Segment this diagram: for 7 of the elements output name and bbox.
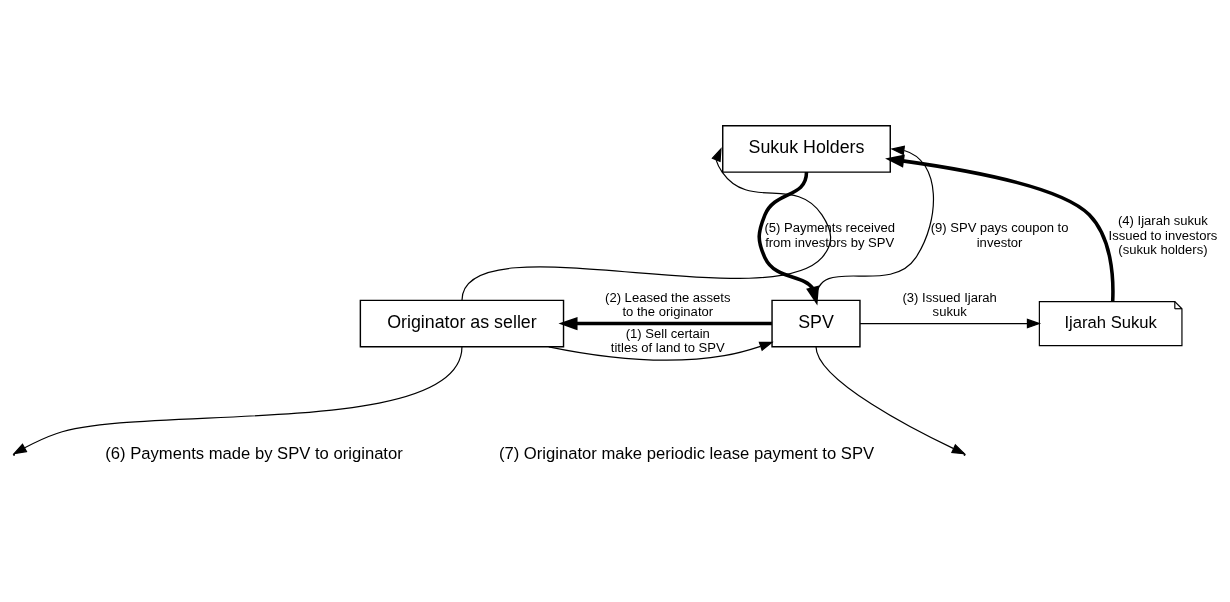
label: (6) Payments made by SPV to originator	[105, 444, 403, 464]
edge-label: (9) SPV pays coupon to investor	[930, 220, 1069, 250]
edge-label: (2) Leased the assets to the originator	[605, 289, 731, 320]
label: (7) Originator make periodic lease payment to SPV	[498, 444, 875, 464]
edge-label: (4) Ijarah sukuk Issued to investors (sukuk holders)	[1108, 213, 1218, 257]
edge-label: (3) Issued Ijarah sukuk	[902, 289, 997, 320]
edge-label: (1) Sell certain titles of land to SPV	[610, 325, 725, 355]
